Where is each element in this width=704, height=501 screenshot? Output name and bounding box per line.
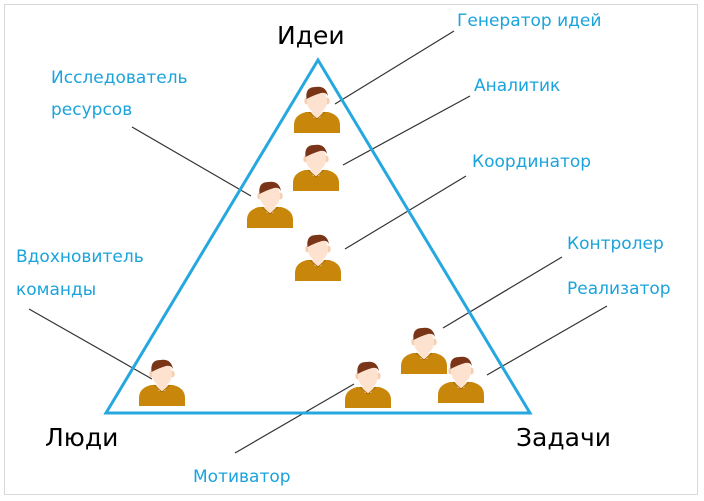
role-label-controller: Контролер: [567, 234, 664, 254]
role-label-generator: Генератор идей: [457, 11, 601, 31]
leader-controller: [442, 256, 563, 329]
role-label-researcher-line2: ресурсов: [51, 100, 132, 120]
role-label-researcher-line1: Исследователь: [51, 68, 188, 88]
roles-triangle: [103, 57, 533, 415]
person-icon-coordinator: [294, 234, 342, 282]
person-icon-generator: [293, 86, 341, 134]
corner-label-tasks: Задачи: [516, 423, 611, 452]
role-label-inspirer-line2: команды: [16, 280, 96, 300]
role-label-inspirer-line1: Вдохновитель: [16, 247, 144, 267]
person-icon-analyst: [292, 144, 340, 192]
leader-researcher: [131, 126, 252, 197]
person-icon-controller: [400, 327, 448, 375]
leader-inspirer: [28, 308, 153, 380]
leader-analyst: [342, 95, 471, 166]
corner-label-people: Люди: [45, 423, 118, 452]
leader-coordinator: [344, 175, 467, 250]
role-label-analyst: Аналитик: [474, 76, 560, 96]
role-label-implementer: Реализатор: [567, 279, 671, 299]
role-label-motivator: Мотиватор: [193, 467, 291, 487]
person-icon-inspirer: [138, 359, 186, 407]
person-icon-researcher: [246, 181, 294, 229]
leader-generator: [334, 30, 455, 105]
role-label-coordinator: Координатор: [472, 152, 591, 172]
corner-label-ideas: Идеи: [277, 21, 345, 50]
leader-motivator: [234, 383, 355, 454]
leader-implementer: [486, 305, 608, 376]
